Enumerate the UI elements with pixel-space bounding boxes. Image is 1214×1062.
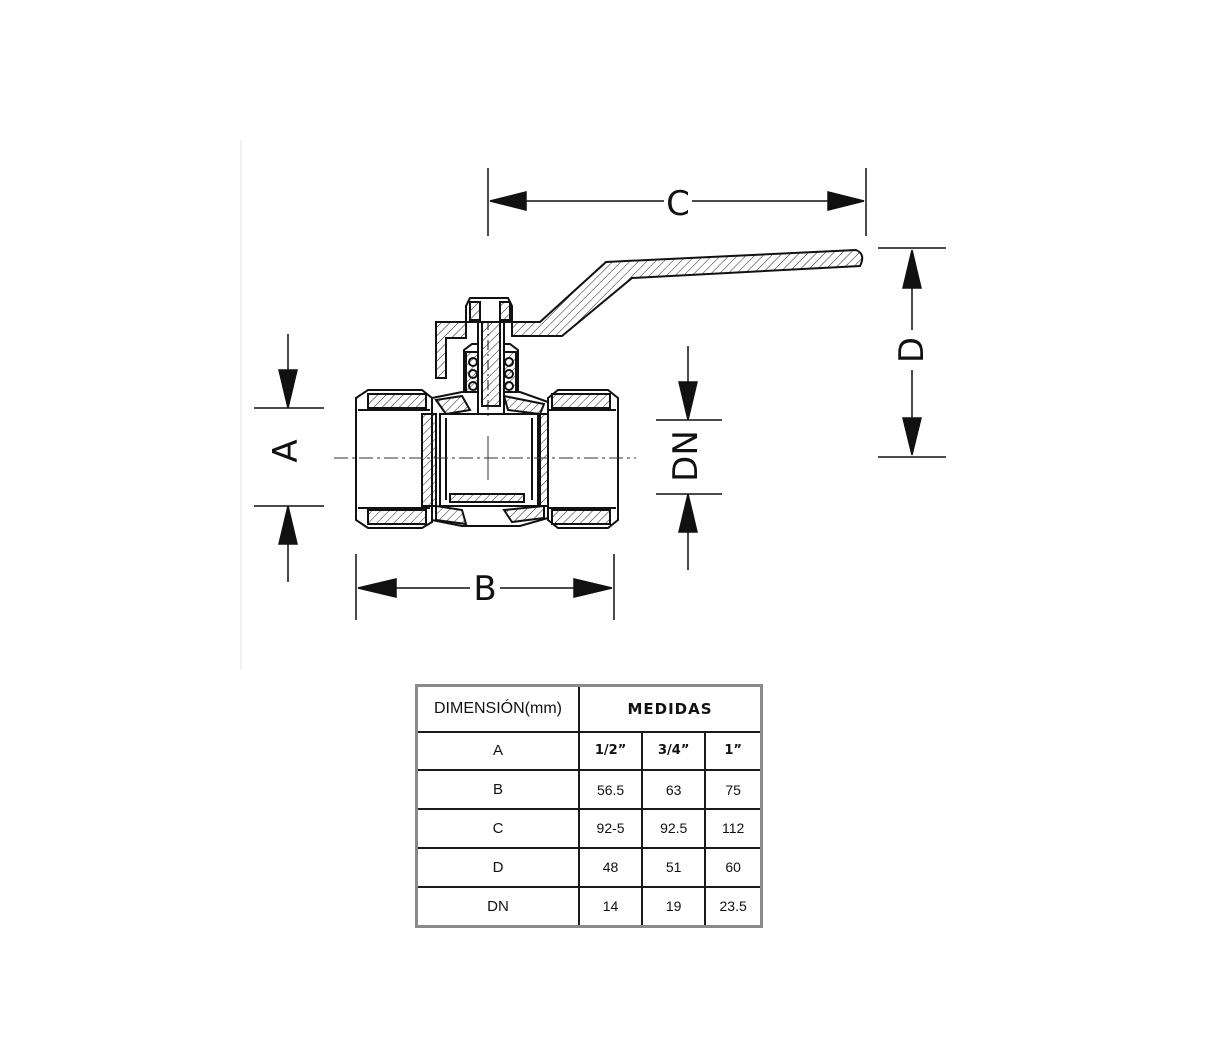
label-dn: DN — [666, 430, 706, 482]
measures-header: MEDIDAS — [578, 684, 763, 733]
table-row: DN 14 19 23.5 — [415, 885, 763, 928]
dimensions-table: DIMENSIÓN(mm) MEDIDAS A 1/2” 3/4” 1” B 5… — [415, 684, 763, 928]
dimension-d — [878, 247, 946, 458]
table-row: A 1/2” 3/4” 1” — [415, 730, 763, 772]
table-header-row: DIMENSIÓN(mm) MEDIDAS — [415, 684, 763, 733]
dimension-b — [355, 554, 615, 620]
dimension-a — [254, 334, 324, 582]
label-c: C — [666, 184, 690, 224]
row-label: A — [415, 730, 580, 772]
table-row: B 56.5 63 75 — [415, 769, 763, 811]
valve-body — [355, 248, 864, 529]
table-cell: 60 — [704, 846, 763, 888]
table-row: D 48 51 60 — [415, 846, 763, 888]
ball-valve-drawing: C D A DN B — [240, 140, 946, 670]
row-label: C — [415, 808, 580, 849]
row-label: DN — [415, 885, 580, 928]
row-label: D — [415, 846, 580, 888]
label-a: A — [266, 439, 306, 462]
dimension-dn — [656, 346, 722, 570]
table-cell: 75 — [704, 769, 763, 811]
table-cell: 19 — [641, 885, 707, 928]
table-cell: 48 — [577, 846, 644, 888]
label-d: D — [892, 337, 932, 363]
table-cell: 1” — [704, 730, 763, 772]
table-cell: 56.5 — [577, 769, 644, 811]
table-cell: 3/4” — [641, 730, 707, 772]
table-cell: 1/2” — [577, 730, 644, 772]
table-cell: 112 — [704, 808, 763, 849]
dimension-c — [487, 168, 867, 236]
dimension-header: DIMENSIÓN(mm) — [415, 684, 580, 733]
table-cell: 63 — [641, 769, 707, 811]
label-b: B — [473, 569, 496, 609]
row-label: B — [415, 769, 580, 811]
table-cell: 92-5 — [577, 808, 644, 849]
table-cell: 23.5 — [704, 885, 763, 928]
table-cell: 51 — [641, 846, 707, 888]
table-cell: 92.5 — [641, 808, 707, 849]
table-row: C 92-5 92.5 112 — [415, 808, 763, 849]
table-cell: 14 — [577, 885, 644, 928]
